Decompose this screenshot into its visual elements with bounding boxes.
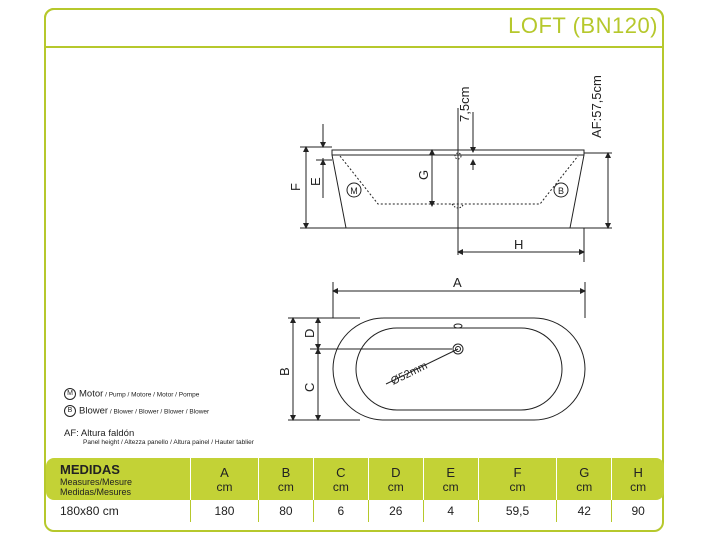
tub-inner-basin: [339, 155, 579, 205]
cell-f: 59,5: [479, 500, 558, 522]
legend-motor-sub: / Pump / Motore / Motor / Pompe: [103, 391, 200, 399]
tub-top-outline: [332, 317, 586, 421]
cell-h: 90: [631, 504, 645, 518]
drain-bottom: [451, 203, 465, 209]
legend-af-sub: Panel height / Altezza panello / Altura …: [83, 439, 254, 446]
cell-d: 26: [369, 500, 424, 522]
cell-size: 180x80 cm: [46, 500, 191, 522]
cell-c: 6: [314, 500, 369, 522]
legend-blower-sub: / Blower / Blower / Blower / Blower: [108, 408, 210, 416]
top-overflow: [453, 323, 463, 329]
blower-mark: B: [558, 186, 564, 196]
label-e: E: [308, 177, 323, 186]
cell-a: 180: [191, 500, 259, 522]
header-medidas: MEDIDAS Measures/Mesure Medidas/Mesures: [46, 458, 191, 500]
label-b: B: [277, 367, 292, 376]
label-f: F: [288, 183, 303, 191]
label-g: G: [416, 170, 431, 180]
drain-outlet: [454, 152, 462, 160]
label-h: H: [514, 237, 523, 252]
top-drain: [452, 343, 464, 355]
table-row: 180x80 cm 180 80 6 26 4 59,5 42 90: [46, 500, 664, 522]
legend-motor-label: Motor: [79, 388, 104, 400]
label-d: D: [302, 329, 317, 338]
page-title: LOFT (BN120): [508, 13, 658, 38]
label-panel-height: AF:57,5cm: [589, 75, 604, 138]
cell-g: 42: [557, 500, 613, 522]
label-c: C: [302, 383, 317, 392]
cell-b: 80: [259, 500, 314, 522]
legend-blower-label: Blower: [79, 405, 109, 417]
blower-symbol: B: [64, 405, 76, 417]
measurements-table: MEDIDAS Measures/Mesure Medidas/Mesures …: [46, 458, 664, 522]
cell-e: 4: [424, 500, 479, 522]
table-header-row: MEDIDAS Measures/Mesure Medidas/Mesures …: [46, 458, 664, 500]
title-bar: [44, 8, 664, 48]
motor-mark: M: [350, 186, 358, 196]
label-a: A: [453, 275, 462, 290]
legend-af-label: AF: Altura faldón: [64, 428, 135, 439]
motor-symbol: M: [64, 388, 76, 400]
legend-af: AF: Altura faldón Panel height / Altezza…: [64, 428, 254, 446]
label-drain-height: 7,5cm: [457, 87, 472, 122]
